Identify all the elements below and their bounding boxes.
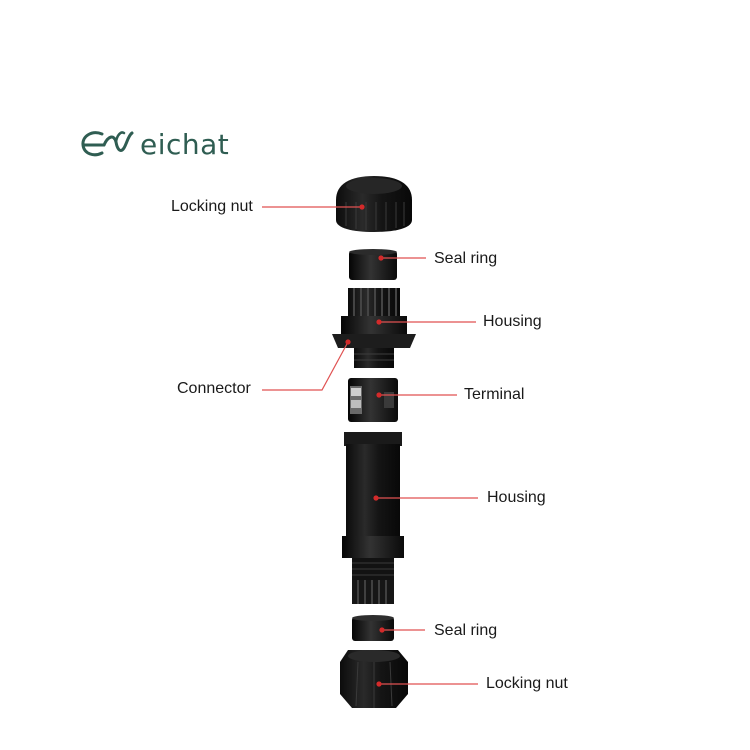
seal-ring-bottom-part (352, 615, 394, 641)
brand-logo: eichat (80, 124, 229, 164)
dot-housing-bottom (373, 495, 379, 501)
label-seal-ring-bottom: Seal ring (434, 622, 498, 639)
label-housing-top: Housing (483, 313, 542, 330)
terminal-part (348, 378, 398, 422)
brand-name: eichat (140, 127, 230, 161)
seal-ring-top-part (349, 249, 397, 280)
label-locking-nut-bottom: Locking nut (486, 675, 568, 692)
leader-line-connector (262, 341, 349, 391)
dot-seal-ring-top (378, 255, 384, 261)
housing-bottom-part (342, 432, 404, 604)
label-terminal: Terminal (464, 386, 525, 403)
callout-dots (345, 204, 385, 687)
locking-nut-top-part (336, 176, 412, 232)
label-housing-bottom: Housing (487, 489, 546, 506)
dot-terminal (376, 392, 382, 398)
leader-lines (262, 206, 478, 685)
housing-top-part (332, 288, 416, 368)
label-locking-nut-top: Locking nut (171, 198, 253, 215)
locking-nut-bottom-part (340, 650, 408, 708)
dot-seal-ring-bottom (379, 627, 385, 633)
dot-connector (345, 339, 351, 345)
label-connector: Connector (177, 380, 251, 397)
dot-housing-top (376, 319, 382, 325)
dot-locking-nut-top (359, 204, 365, 210)
label-seal-ring-top: Seal ring (434, 250, 498, 267)
cw-monogram-icon (81, 131, 134, 157)
dot-locking-nut-bottom (376, 681, 382, 687)
